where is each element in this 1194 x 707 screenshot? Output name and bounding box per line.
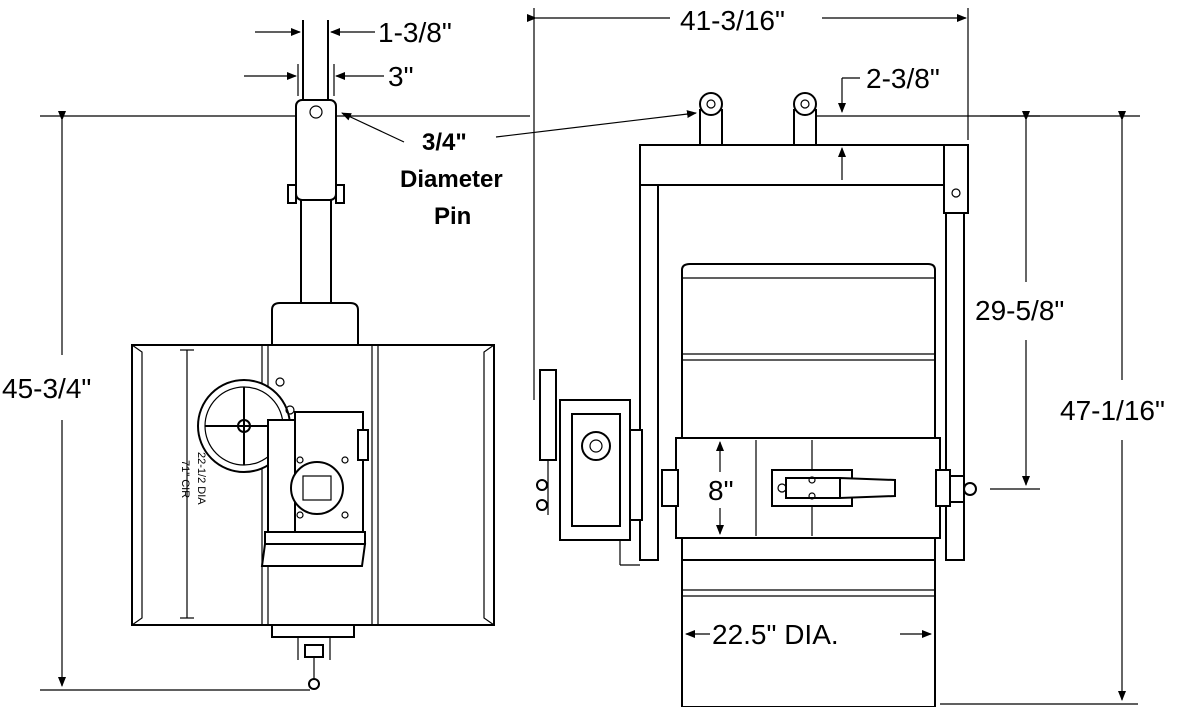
svg-text:1-3/8": 1-3/8" [378, 17, 452, 48]
dim-bracket-width: 3" [244, 61, 414, 96]
svg-text:2-3/8": 2-3/8" [866, 63, 940, 94]
svg-text:3": 3" [388, 61, 414, 92]
svg-text:29-5/8": 29-5/8" [975, 295, 1064, 326]
gearbox-side [264, 411, 369, 545]
gearbox-front [536, 369, 643, 566]
svg-text:45-3/4": 45-3/4" [2, 373, 91, 404]
svg-text:41-3/16": 41-3/16" [680, 5, 785, 36]
dim-overall-width: 41-3/16" [527, 5, 969, 400]
svg-text:22.5" DIA.: 22.5" DIA. [712, 619, 839, 650]
dim-bracket-gap: 1-3/8" [255, 17, 452, 48]
svg-text:47-1/16": 47-1/16" [1060, 395, 1165, 426]
dim-pivot-height: 29-5/8" [975, 111, 1064, 490]
discharge-cone [260, 543, 367, 567]
side-view: 22-1/2 DIA 71" CIR [131, 20, 495, 690]
top-frame-bar [639, 144, 969, 186]
dim-overall-height: 47-1/16" [940, 111, 1165, 705]
svg-text:Pin: Pin [434, 203, 471, 230]
dim-drum-diameter: 22.5" DIA. [685, 619, 932, 650]
cir-label: 71" CIR [179, 460, 191, 498]
dim-side-height: 45-3/4" [2, 111, 91, 687]
pin-callout: 3/4" Diameter Pin [341, 110, 697, 230]
front-view [536, 92, 977, 707]
dim-band-height: 8" [708, 441, 734, 535]
dim-lift-offset: 2-3/8" [838, 63, 940, 180]
dia-label: 22-1/2 DIA [195, 452, 207, 505]
svg-text:Diameter: Diameter [400, 166, 503, 193]
svg-text:3/4": 3/4" [422, 129, 467, 156]
svg-text:8": 8" [708, 475, 734, 506]
drum-front [681, 263, 936, 441]
